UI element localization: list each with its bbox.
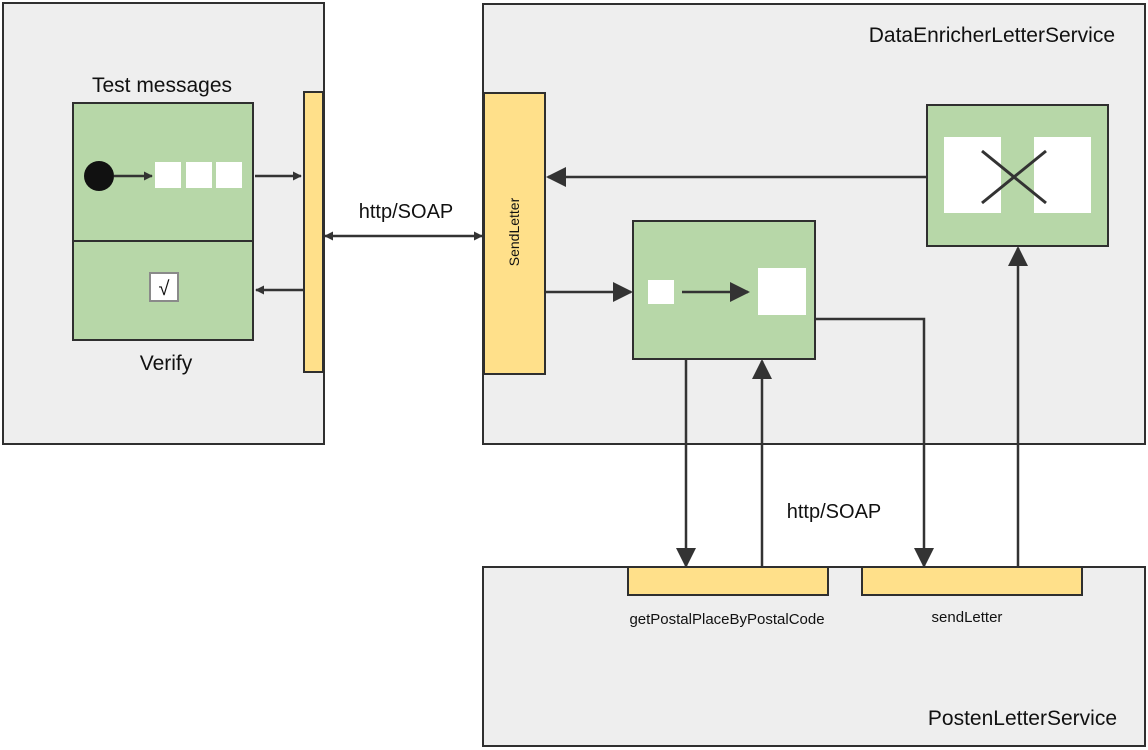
enricher-title: DataEnricherLetterService	[869, 24, 1115, 47]
sendletter-port-label: SendLetter	[506, 197, 522, 266]
test-messages-label: Test messages	[92, 74, 232, 97]
sendletter-port[interactable]	[483, 92, 546, 375]
translator-icon	[648, 268, 806, 315]
posten-panel	[482, 566, 1146, 747]
left-protocol-label: http/SOAP	[359, 201, 454, 223]
message-sequence-icon	[155, 162, 242, 188]
send-letter-port[interactable]	[861, 566, 1083, 596]
start-dot-icon	[84, 161, 114, 191]
client-port[interactable]	[303, 91, 324, 373]
checkbox-icon: √	[149, 272, 179, 302]
verify-label: Verify	[140, 352, 193, 375]
send-letter-port-label: sendLetter	[932, 609, 1003, 626]
postal-lookup-port[interactable]	[627, 566, 829, 596]
checkbox-check: √	[159, 278, 170, 300]
aggregator-icon	[944, 137, 1091, 213]
translator-to-sendletter-arrow	[816, 317, 934, 568]
bottom-protocol-label: http/SOAP	[787, 501, 882, 523]
postal-lookup-port-label: getPostalPlaceByPostalCode	[629, 611, 824, 628]
posten-title: PostenLetterService	[928, 707, 1117, 730]
